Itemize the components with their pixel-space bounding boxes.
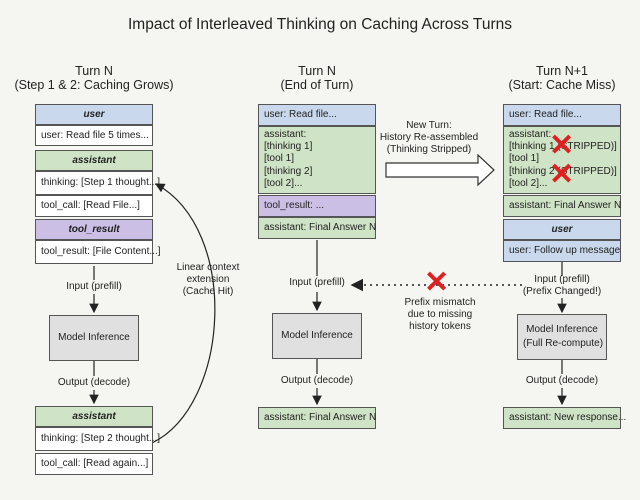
prefix-mismatch-note: Prefix mismatch due to missing history t… bbox=[390, 297, 490, 333]
col1-user-message: user: Read file 5 times... bbox=[35, 125, 153, 146]
cache-hit-note-line1: Linear context bbox=[176, 262, 240, 273]
col3-model-line2: (Full Re-compute) bbox=[523, 338, 604, 349]
col2-input-label: Input (prefill) bbox=[289, 277, 345, 288]
col1-thinking-step2: thinking: [Step 2 thought...] bbox=[35, 427, 160, 451]
col3-user-message: user: Read file... bbox=[503, 104, 621, 126]
mismatch-note-line1: Prefix mismatch bbox=[404, 297, 476, 308]
col1-heading-line1: Turn N bbox=[75, 64, 113, 78]
col1-tool-result-header: tool_result bbox=[35, 219, 153, 240]
col2-user-message: user: Read file... bbox=[258, 104, 376, 126]
stripped-cross-icon: ✕ bbox=[549, 129, 575, 162]
col3-output-label: Output (decode) bbox=[525, 375, 599, 386]
col2-assistant-line: [tool 1] bbox=[264, 153, 295, 165]
col1-assistant-header: assistant bbox=[35, 150, 153, 171]
col3-input-label-line2: (Prefix Changed!) bbox=[522, 286, 602, 297]
cache-hit-note-line2: extension bbox=[186, 274, 230, 285]
col2-heading-line1: Turn N bbox=[298, 64, 336, 78]
col3-model-inference: Model Inference (Full Re-compute) bbox=[517, 314, 607, 360]
col2-assistant-block: assistant: [thinking 1] [tool 1] [thinki… bbox=[258, 126, 376, 194]
col1-heading: Turn N (Step 1 & 2: Caching Grows) bbox=[14, 64, 174, 92]
col2-final-answer: assistant: Final Answer N bbox=[258, 217, 376, 239]
col3-heading: Turn N+1 (Start: Cache Miss) bbox=[502, 64, 622, 92]
col3-assistant-block: assistant: [thinking 1 (STRIPPED)] [tool… bbox=[503, 126, 621, 194]
col3-input-label-line1: Input (prefill) bbox=[534, 274, 590, 285]
col1-thinking-step1: thinking: [Step 1 thought...] bbox=[35, 171, 160, 195]
col1-model-inference: Model Inference bbox=[49, 315, 139, 361]
col1-tool-result: tool_result: [File Content...] bbox=[35, 240, 161, 264]
cache-hit-note: Linear context extension (Cache Hit) bbox=[168, 262, 248, 298]
mismatch-note-line3: history tokens bbox=[409, 321, 471, 332]
col2-model-inference: Model Inference bbox=[272, 313, 362, 359]
col2-heading-line2: (End of Turn) bbox=[280, 78, 354, 92]
col1-heading-line2: (Step 1 & 2: Caching Grows) bbox=[14, 78, 174, 92]
col3-final-answer: assistant: Final Answer N bbox=[503, 195, 621, 217]
prefix-mismatch-cross-icon: ✕ bbox=[424, 266, 450, 299]
col1-output-label: Output (decode) bbox=[57, 377, 131, 388]
col3-model-line1: Model Inference bbox=[526, 324, 598, 335]
col3-input-label: Input (prefill) (Prefix Changed!) bbox=[502, 274, 622, 298]
col3-heading-line1: Turn N+1 bbox=[536, 64, 588, 78]
col3-heading-line2: (Start: Cache Miss) bbox=[508, 78, 616, 92]
col1-input-label: Input (prefill) bbox=[66, 281, 122, 292]
col2-output-label: Output (decode) bbox=[280, 375, 354, 386]
stripped-cross-icon: ✕ bbox=[549, 158, 575, 191]
col2-tool-result: tool_result: ... bbox=[258, 195, 376, 217]
col2-assistant-line: assistant: bbox=[264, 129, 307, 140]
col3-user-header: user bbox=[503, 219, 621, 240]
cache-hit-note-line3: (Cache Hit) bbox=[182, 286, 234, 297]
mismatch-note-line2: due to missing bbox=[407, 309, 473, 320]
history-note-line1: New Turn: bbox=[406, 120, 452, 131]
col3-assistant-line: [thinking 1 (STRIPPED)] bbox=[509, 141, 617, 153]
col2-assistant-line: [thinking 1] bbox=[264, 141, 313, 153]
history-reassembled-note: New Turn: History Re-assembled (Thinking… bbox=[374, 120, 484, 156]
col3-followup-message: user: Follow up message bbox=[503, 240, 621, 262]
col3-assistant-line: [tool 2]... bbox=[509, 177, 548, 189]
col2-output-final-answer: assistant: Final Answer N bbox=[258, 407, 376, 429]
col3-output-new-response: assistant: New response... bbox=[503, 407, 626, 429]
history-note-line3: (Thinking Stripped) bbox=[386, 144, 472, 155]
col2-heading: Turn N (End of Turn) bbox=[257, 64, 377, 92]
diagram-title: Impact of Interleaved Thinking on Cachin… bbox=[128, 16, 512, 33]
col3-assistant-line: assistant: bbox=[509, 129, 552, 140]
col2-assistant-line: [tool 2]... bbox=[264, 177, 303, 189]
col1-assistant-header-2: assistant bbox=[35, 406, 153, 427]
col1-user-header: user bbox=[35, 104, 153, 125]
history-note-line2: History Re-assembled bbox=[379, 132, 479, 143]
col3-assistant-line: [thinking 2 (STRIPPED)] bbox=[509, 165, 617, 177]
col3-assistant-line: [tool 1] bbox=[509, 153, 540, 165]
col1-tool-call-2: tool_call: [Read again...] bbox=[35, 453, 153, 475]
col1-tool-call-1: tool_call: [Read File...] bbox=[35, 195, 153, 217]
col2-assistant-line: [thinking 2] bbox=[264, 165, 313, 177]
